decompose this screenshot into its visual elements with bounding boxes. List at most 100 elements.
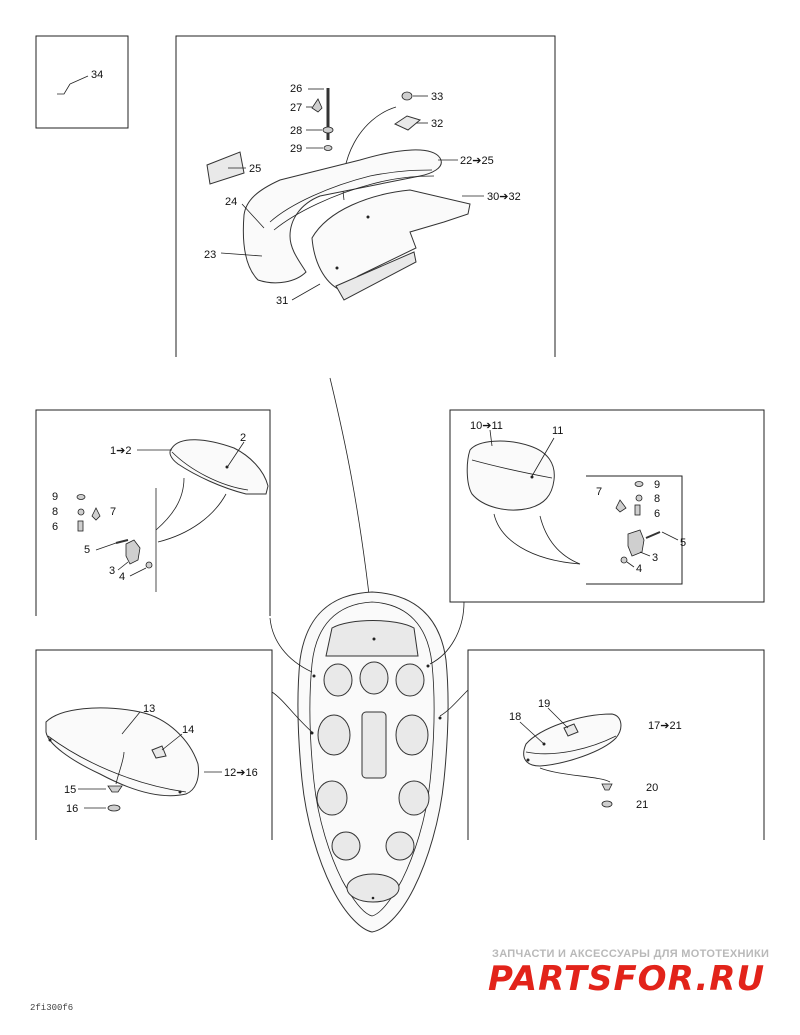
arc-rear-right bbox=[539, 767, 611, 783]
dot-rear-right bbox=[438, 716, 442, 720]
leader-13 bbox=[121, 711, 141, 735]
label-3-right: 3 bbox=[652, 552, 658, 564]
label-8: 8 bbox=[52, 506, 58, 518]
leader-31 bbox=[291, 283, 321, 301]
dot-rear-left bbox=[310, 731, 314, 735]
label-7: 7 bbox=[110, 506, 116, 518]
seat-well-right bbox=[395, 714, 429, 756]
nut-7 bbox=[91, 507, 101, 521]
label-29: 29 bbox=[290, 143, 302, 155]
latch-3 bbox=[125, 539, 141, 565]
cover-18 bbox=[523, 713, 622, 767]
frame-rear-left bbox=[35, 649, 273, 840]
leader-10-11 bbox=[489, 429, 493, 447]
label-5: 5 bbox=[84, 544, 90, 556]
watermark-tagline: ЗАПЧАСТИ И АКСЕССУАРЫ ДЛЯ МОТОТЕХНИКИ bbox=[492, 948, 769, 960]
nut-21 bbox=[601, 800, 613, 808]
leader-11 bbox=[531, 437, 555, 477]
screw-5-right bbox=[645, 531, 661, 539]
dot-13-left bbox=[48, 738, 52, 742]
bolt-20 bbox=[601, 783, 613, 791]
rivet-dot-30 bbox=[366, 215, 370, 219]
label-34: 34 bbox=[91, 69, 103, 81]
figure-code: 2fi300f6 bbox=[30, 1003, 73, 1013]
leader-23 bbox=[220, 252, 263, 257]
arc-rear-left bbox=[115, 751, 125, 785]
callout-right-cover bbox=[429, 601, 465, 665]
nut-4-right bbox=[620, 556, 628, 564]
cover-13-edge bbox=[47, 735, 187, 793]
label-17-21: 17➔21 bbox=[648, 720, 682, 732]
label-31: 31 bbox=[276, 295, 288, 307]
label-12-16: 12➔16 bbox=[224, 767, 258, 779]
cover-13 bbox=[45, 707, 199, 797]
lid-gasket bbox=[269, 169, 433, 223]
washer-8-right bbox=[635, 494, 643, 502]
callout-rear-right bbox=[439, 689, 469, 717]
cavity-front bbox=[325, 620, 419, 657]
leader-18 bbox=[519, 721, 545, 745]
label-4-right: 4 bbox=[636, 563, 642, 575]
leader-4-right bbox=[626, 561, 635, 568]
washer-8 bbox=[77, 508, 85, 516]
nut-27 bbox=[311, 98, 323, 113]
label-33: 33 bbox=[431, 91, 443, 103]
washer-9 bbox=[76, 494, 86, 500]
leader-24 bbox=[241, 203, 265, 229]
label-23: 23 bbox=[204, 249, 216, 261]
leader-5-right bbox=[661, 531, 679, 541]
pad-32 bbox=[393, 115, 422, 131]
arc-left-2 bbox=[157, 493, 227, 543]
leader-3-right bbox=[639, 551, 651, 557]
decal-25 bbox=[206, 151, 245, 185]
frame-right-cover bbox=[449, 409, 765, 603]
frame-part-34 bbox=[35, 35, 129, 129]
washer-9-right bbox=[634, 481, 644, 487]
liner-panel-30 bbox=[311, 189, 471, 291]
label-21: 21 bbox=[636, 799, 648, 811]
screw-6-right bbox=[634, 504, 641, 516]
label-9: 9 bbox=[52, 491, 58, 503]
deck-inner bbox=[309, 601, 435, 917]
frame-rear-right bbox=[467, 649, 765, 840]
label-8-right: 8 bbox=[654, 493, 660, 505]
frame-left-cover bbox=[35, 409, 271, 616]
latch-3-right bbox=[627, 529, 645, 557]
label-24: 24 bbox=[225, 196, 237, 208]
nut-16 bbox=[107, 804, 121, 812]
leader-14 bbox=[161, 733, 183, 751]
label-7-right: 7 bbox=[596, 486, 602, 498]
washer-29 bbox=[323, 145, 333, 151]
screw-5 bbox=[115, 539, 129, 544]
leader-19 bbox=[547, 707, 569, 729]
arc-right-2 bbox=[539, 515, 581, 565]
leader-5 bbox=[95, 542, 117, 551]
label-28: 28 bbox=[290, 125, 302, 137]
label-19: 19 bbox=[538, 698, 550, 710]
callout-line-front bbox=[329, 377, 375, 641]
callout-rear-left bbox=[271, 691, 313, 733]
label-14: 14 bbox=[182, 724, 194, 736]
foot-well-right bbox=[385, 831, 415, 861]
rear-storage bbox=[346, 873, 400, 903]
cover-2-edge bbox=[171, 451, 249, 491]
dot-front-cavity bbox=[372, 637, 376, 641]
label-15: 15 bbox=[64, 784, 76, 796]
cover-2 bbox=[169, 439, 269, 495]
label-26: 26 bbox=[290, 83, 302, 95]
arc-left-1 bbox=[155, 477, 185, 531]
cover-11 bbox=[466, 440, 555, 511]
foot-well-left bbox=[331, 831, 361, 861]
label-3: 3 bbox=[109, 565, 115, 577]
nut-4 bbox=[145, 561, 153, 569]
cup-holder-1 bbox=[323, 663, 353, 697]
label-22-25: 22➔25 bbox=[460, 155, 494, 167]
dot-18-left bbox=[526, 758, 530, 762]
leader-34 bbox=[69, 75, 89, 85]
label-25: 25 bbox=[249, 163, 261, 175]
label-6-right: 6 bbox=[654, 508, 660, 520]
lid-gasket-2 bbox=[273, 175, 435, 231]
callout-left-cover bbox=[269, 617, 313, 673]
dot-right-hatch bbox=[426, 664, 430, 668]
watermark-logo-main: PARTSFOR bbox=[488, 959, 695, 999]
